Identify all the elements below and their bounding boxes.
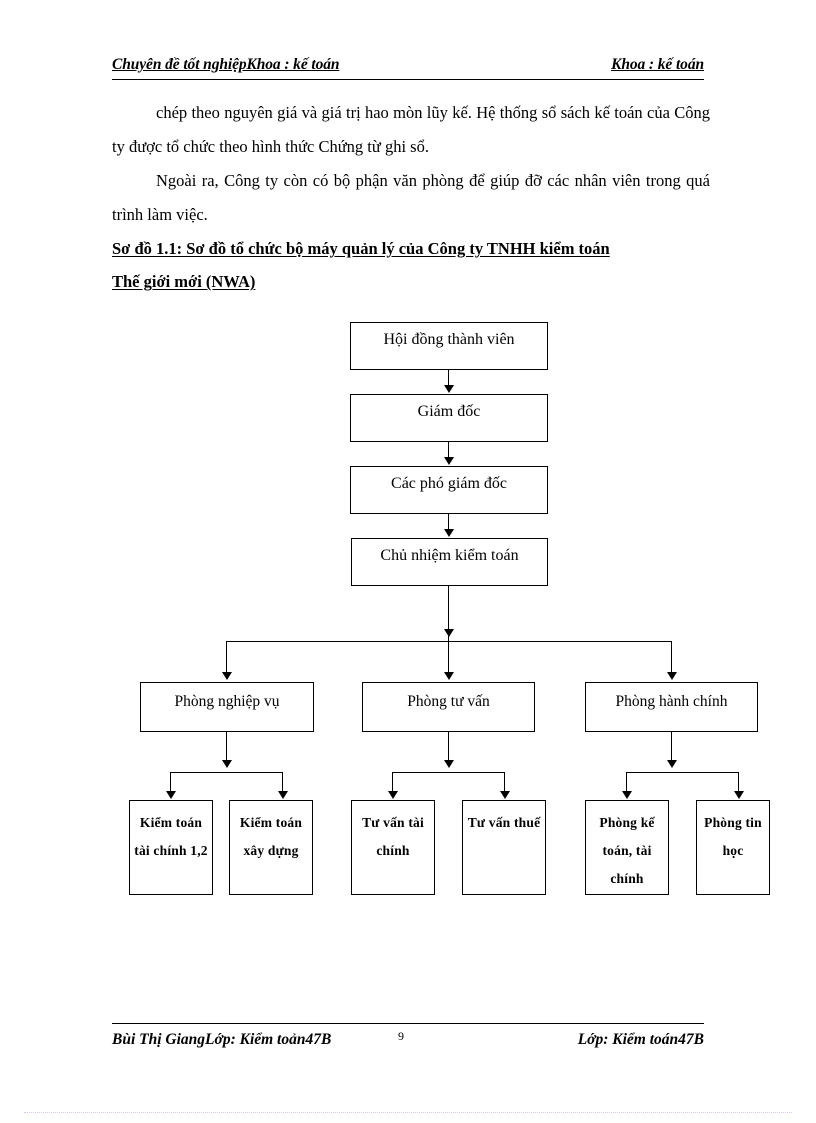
footer-divider xyxy=(112,1023,704,1025)
connector-line xyxy=(392,772,394,792)
connector-arrow xyxy=(444,385,454,393)
connector-arrow xyxy=(444,529,454,537)
connector-line xyxy=(671,732,673,764)
footer-right-text: Lớp: Kiểm toán47B xyxy=(577,1031,704,1048)
body-paragraph-1: chép theo nguyên giá và giá trị hao mòn … xyxy=(112,103,710,156)
bottom-guide-line xyxy=(24,1112,792,1114)
org-node-tu-van-tai-chinh: Tư vấn tài chính xyxy=(351,800,435,895)
header-left-text: Chuyên đề tốt nghiệpKhoa : kế toán xyxy=(112,56,340,73)
org-node-tu-van-thue: Tư vấn thuế xyxy=(462,800,546,895)
connector-line xyxy=(504,772,506,792)
connector-arrow xyxy=(444,629,454,637)
connector-line xyxy=(626,772,628,792)
org-node-phong-tin-hoc: Phòng tin học xyxy=(696,800,770,895)
connector-arrow xyxy=(278,791,288,799)
org-node-phong-ke-toan-tai-chinh: Phòng kế toán, tài chính xyxy=(585,800,669,895)
page-footer: Bùi Thị GiangLớp: Kiểm toản47B Lớp: Kiểm… xyxy=(112,1031,704,1049)
connector-line xyxy=(282,772,284,792)
org-node-giam-doc: Giám đốc xyxy=(350,394,548,442)
connector-arrow xyxy=(667,760,677,768)
page-number: 9 xyxy=(398,1029,404,1043)
body-text: chép theo nguyên giá và giá trị hao mòn … xyxy=(112,96,710,232)
org-node-kiem-toan-xay-dung: Kiểm toán xây dựng xyxy=(229,800,313,895)
connector-arrow xyxy=(166,791,176,799)
connector-line xyxy=(448,370,450,386)
body-paragraph-2: Ngoài ra, Công ty còn có bộ phận văn phò… xyxy=(112,171,710,224)
connector-arrow xyxy=(622,791,632,799)
connector-line xyxy=(448,442,450,458)
connector-arrow xyxy=(734,791,744,799)
connector-arrow xyxy=(500,791,510,799)
org-node-chu-nhiem-kiem-toan: Chủ nhiệm kiểm toán xyxy=(351,538,548,586)
page-header: Chuyên đề tốt nghiệpKhoa : kế toán Khoa … xyxy=(112,56,704,74)
connector-line xyxy=(448,514,450,530)
connector-line xyxy=(170,772,172,792)
figure-heading-line-2: Thế giới mới (NWA) xyxy=(112,272,256,291)
org-node-kiem-toan-tai-chinh-12: Kiểm toán tài chính 1,2 xyxy=(129,800,213,895)
org-node-cac-pho-giam-doc: Các phó giám đốc xyxy=(350,466,548,514)
connector-line xyxy=(738,772,740,792)
org-node-phong-hanh-chinh: Phòng hành chính xyxy=(585,682,758,732)
org-node-phong-nghiep-vu: Phòng nghiệp vụ xyxy=(140,682,314,732)
connector-arrow xyxy=(444,672,454,680)
header-right-text: Khoa : kế toán xyxy=(611,56,704,73)
connector-arrow xyxy=(444,457,454,465)
connector-arrow xyxy=(667,672,677,680)
header-divider xyxy=(112,79,704,80)
connector-bus xyxy=(170,772,283,774)
connector-arrow xyxy=(444,760,454,768)
connector-arrow xyxy=(222,760,232,768)
connector-bus xyxy=(226,641,672,643)
org-node-hoi-dong-thanh-vien: Hội đồng thành viên xyxy=(350,322,548,370)
figure-heading-line-1: Sơ đồ 1.1: Sơ đồ tổ chức bộ máy quản lý … xyxy=(112,239,610,258)
figure-heading: Sơ đồ 1.1: Sơ đồ tổ chức bộ máy quản lý … xyxy=(112,232,712,298)
connector-line xyxy=(448,586,450,642)
connector-arrow xyxy=(388,791,398,799)
footer-left-text: Bùi Thị GiangLớp: Kiểm toản47B xyxy=(112,1031,332,1048)
connector-line xyxy=(448,732,450,764)
connector-bus xyxy=(626,772,739,774)
connector-line xyxy=(226,641,228,673)
connector-line xyxy=(448,641,450,673)
connector-bus xyxy=(392,772,505,774)
connector-line xyxy=(671,641,673,673)
org-node-phong-tu-van: Phòng tư vấn xyxy=(362,682,535,732)
connector-line xyxy=(226,732,228,764)
connector-arrow xyxy=(222,672,232,680)
